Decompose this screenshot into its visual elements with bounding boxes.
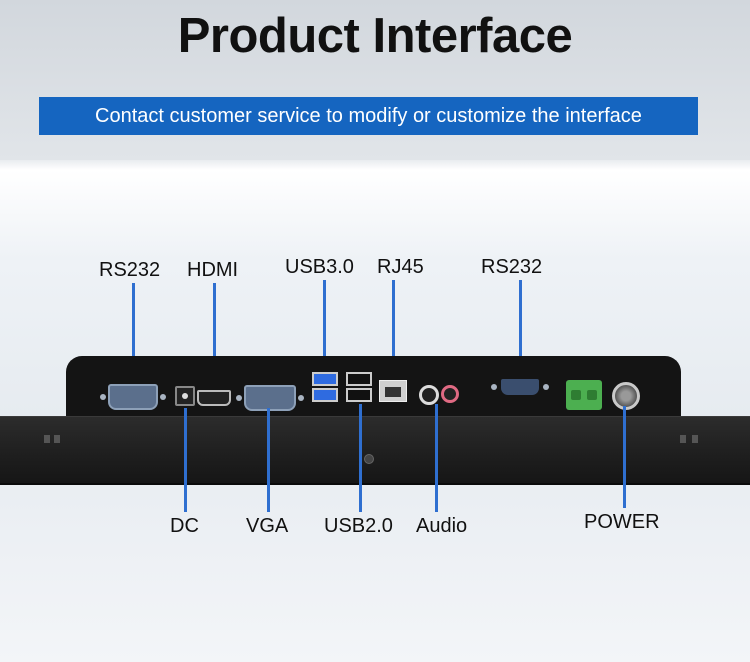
label-dc: DC xyxy=(170,515,199,537)
customization-banner: Contact customer service to modify or cu… xyxy=(39,97,698,135)
rs232-left-port-icon xyxy=(100,384,166,410)
vga-port-icon xyxy=(236,385,304,411)
label-power: POWER xyxy=(584,511,660,533)
leader-rj45 xyxy=(392,280,395,370)
leader-dc xyxy=(184,408,187,512)
label-rj45: RJ45 xyxy=(377,256,424,278)
leader-vga xyxy=(267,408,270,512)
dc-port-icon xyxy=(175,386,195,406)
audio-mic-jack-icon xyxy=(441,385,459,403)
screw-hole-icon xyxy=(364,454,374,464)
terminal-block-icon xyxy=(566,380,602,410)
label-rs232-left: RS232 xyxy=(99,259,161,281)
power-button-icon xyxy=(612,382,640,410)
leader-rs232-right xyxy=(519,280,522,378)
leader-audio xyxy=(435,404,438,512)
usb20-port-top-left-icon xyxy=(346,372,372,386)
leader-rs232-left xyxy=(132,283,135,383)
usb30-port-bottom-icon xyxy=(312,388,338,402)
rj45-port-icon xyxy=(379,380,407,402)
leader-usb30 xyxy=(323,280,326,374)
rs232-right-port-icon xyxy=(491,379,549,395)
leader-usb20 xyxy=(359,404,362,512)
label-rs232-right: RS232 xyxy=(481,256,543,278)
label-hdmi: HDMI xyxy=(187,259,239,281)
audio-out-jack-icon xyxy=(419,385,439,405)
label-usb30: USB3.0 xyxy=(285,256,354,278)
label-audio: Audio xyxy=(416,515,468,537)
hdmi-port-icon xyxy=(197,390,231,406)
usb30-port-top-icon xyxy=(312,372,338,386)
page-title: Product Interface xyxy=(177,9,573,63)
device-bezel xyxy=(0,416,750,485)
leader-hdmi xyxy=(213,283,216,389)
label-usb20: USB2.0 xyxy=(324,515,393,537)
usb20-port-bottom-left-icon xyxy=(346,388,372,402)
label-vga: VGA xyxy=(246,515,289,537)
leader-power xyxy=(623,406,626,508)
